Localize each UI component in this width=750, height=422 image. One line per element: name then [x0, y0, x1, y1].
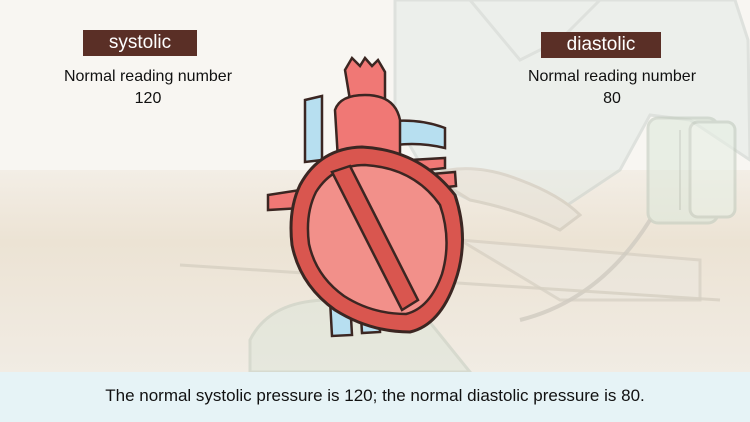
diastolic-tag: diastolic	[541, 32, 661, 58]
caption-bar	[0, 372, 750, 422]
systolic-tag: systolic	[83, 30, 197, 56]
cuff-tube	[519, 218, 652, 322]
heart-illustration-icon	[266, 55, 464, 338]
diastolic-reading: Normal reading number 80	[502, 66, 722, 110]
systolic-reading-label: Normal reading number	[63, 68, 233, 85]
caption-text: The normal systolic pressure is 120; the…	[105, 386, 645, 405]
diastolic-reading-label: Normal reading number	[527, 68, 697, 85]
blood-pressure-cuff-icon	[646, 116, 737, 225]
person-icon	[393, 0, 750, 302]
systolic-reading-value: 120	[134, 90, 162, 107]
systolic-reading: Normal reading number 120	[38, 66, 258, 110]
diastolic-reading-value: 80	[603, 90, 621, 107]
